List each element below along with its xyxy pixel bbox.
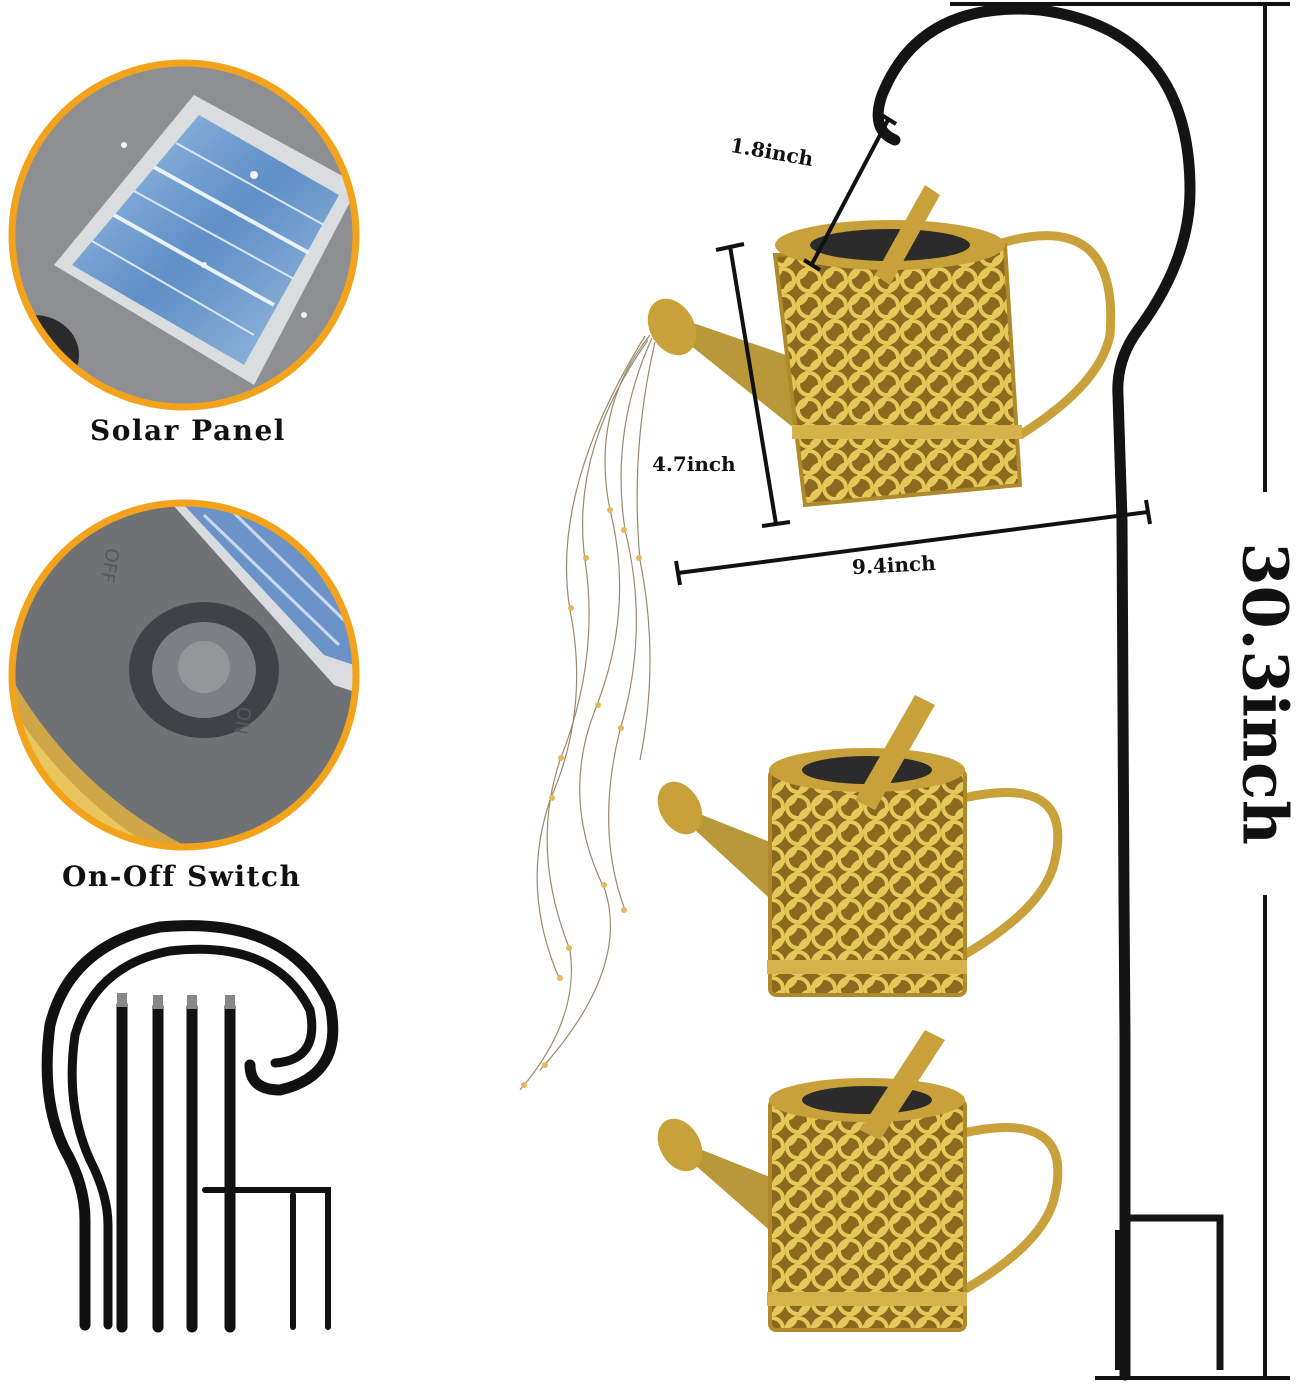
fairy-light-strands <box>519 334 656 1091</box>
watering-can-bottom <box>657 1030 1063 1332</box>
watering-can-middle <box>657 695 1063 997</box>
solar-panel-caption: Solar Panel <box>90 414 286 447</box>
can-width-dimension-line <box>677 510 1149 575</box>
can-height-dimension-line <box>728 245 778 525</box>
shepherd-hook <box>872 3 1224 1381</box>
stake-parts-illustration <box>41 920 339 1333</box>
watering-can-top <box>647 185 1116 508</box>
switch-caption: On-Off Switch <box>62 860 302 893</box>
can-width-dimension-label: 9.4inch <box>851 550 937 580</box>
handle-dimension-line <box>810 119 890 265</box>
solar-panel-photo <box>8 59 360 411</box>
switch-photo <box>8 499 360 851</box>
total-height-dimension-label: 30.3inch <box>1228 542 1298 845</box>
can-height-dimension-label: 4.7inch <box>652 452 736 476</box>
